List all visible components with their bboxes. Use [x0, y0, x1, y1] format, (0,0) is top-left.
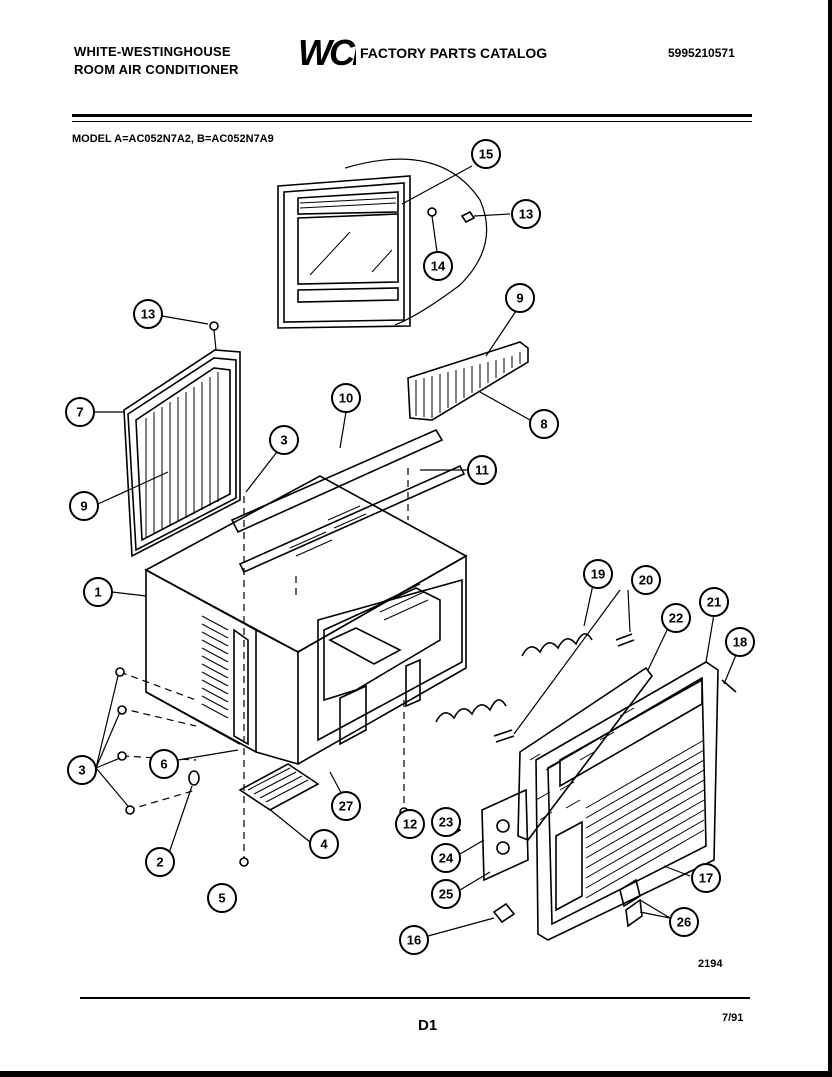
callout-16: 16 [399, 925, 429, 955]
callout-1: 1 [83, 577, 113, 607]
brand-line-1: WHITE-WESTINGHOUSE [74, 44, 231, 59]
callout-10: 10 [331, 383, 361, 413]
page-border-right [828, 0, 832, 1077]
svg-text:20: 20 [639, 573, 653, 588]
front-panel-upper [277, 158, 511, 329]
catalog-title: FACTORY PARTS CATALOG [360, 45, 548, 61]
callout-6: 6 [149, 749, 179, 779]
svg-text:16: 16 [407, 933, 421, 948]
callout-8: 8 [529, 409, 559, 439]
callout-19: 19 [583, 559, 613, 589]
callout-3-upper: 3 [269, 425, 299, 455]
callout-17: 17 [691, 863, 721, 893]
svg-text:13: 13 [141, 307, 155, 322]
callout-5: 5 [207, 883, 237, 913]
svg-text:9: 9 [80, 499, 87, 514]
callout-23: 23 [431, 807, 461, 837]
callout-13-left: 13 [133, 299, 163, 329]
callout-14: 14 [423, 251, 453, 281]
callout-13-right: 13 [511, 199, 541, 229]
date-code: 7/91 [722, 1012, 744, 1024]
wci-logo-icon: WCI [298, 32, 356, 70]
svg-text:4: 4 [320, 837, 328, 852]
callout-22: 22 [661, 603, 691, 633]
brand-line-2: ROOM AIR CONDITIONER [74, 62, 239, 77]
callout-25: 25 [431, 879, 461, 909]
footer-rule [80, 997, 750, 999]
logo-text: WCI [298, 32, 356, 70]
svg-text:5: 5 [218, 891, 225, 906]
callout-3-lower: 3 [67, 755, 97, 785]
header-rule-thick [72, 114, 752, 117]
svg-text:12: 12 [403, 817, 417, 832]
callout-7: 7 [65, 397, 95, 427]
svg-text:26: 26 [677, 915, 691, 930]
svg-text:13: 13 [519, 207, 533, 222]
callout-12: 12 [395, 809, 425, 839]
svg-text:24: 24 [439, 851, 454, 866]
callout-9-left: 9 [69, 491, 99, 521]
catalog-number: 5995210571 [668, 46, 735, 60]
svg-text:17: 17 [699, 871, 713, 886]
model-line: MODEL A=AC052N7A2, B=AC052N7A9 [72, 133, 274, 145]
callout-4: 4 [309, 829, 339, 859]
svg-text:10: 10 [339, 391, 353, 406]
callout-26: 26 [669, 907, 699, 937]
svg-text:7: 7 [76, 405, 83, 420]
svg-text:3: 3 [280, 433, 287, 448]
filter [517, 666, 654, 841]
callout-24: 24 [431, 843, 461, 873]
svg-text:9: 9 [516, 291, 523, 306]
callout-20: 20 [631, 565, 661, 595]
svg-text:2: 2 [156, 855, 163, 870]
svg-text:1: 1 [94, 585, 101, 600]
svg-text:6: 6 [160, 757, 167, 772]
callout-9-right: 9 [505, 283, 535, 313]
svg-text:19: 19 [591, 567, 605, 582]
callout-15: 15 [471, 139, 501, 169]
control-plate [440, 788, 643, 928]
svg-text:11: 11 [475, 463, 489, 478]
knob-springs [435, 589, 635, 743]
svg-text:21: 21 [707, 595, 721, 610]
page-id: D1 [418, 1017, 438, 1034]
cabinet [144, 475, 468, 766]
top-rail [230, 428, 466, 574]
figure-code: 2194 [698, 958, 723, 970]
callout-18: 18 [725, 627, 755, 657]
svg-text:15: 15 [479, 147, 493, 162]
callout-27: 27 [331, 791, 361, 821]
svg-text:23: 23 [439, 815, 453, 830]
svg-text:8: 8 [540, 417, 547, 432]
louver-bar [407, 341, 529, 421]
drain-pan [238, 763, 320, 811]
svg-text:3: 3 [78, 763, 85, 778]
callout-2: 2 [145, 847, 175, 877]
page-border-bottom [0, 1071, 832, 1077]
svg-text:14: 14 [431, 259, 446, 274]
side-panel-left [123, 321, 241, 558]
header-rule-thin [72, 121, 752, 122]
callout-21: 21 [699, 587, 729, 617]
svg-text:18: 18 [733, 635, 747, 650]
svg-text:25: 25 [439, 887, 453, 902]
fastener-lines [115, 468, 409, 867]
svg-text:27: 27 [339, 799, 353, 814]
svg-text:22: 22 [669, 611, 683, 626]
callout-11: 11 [467, 455, 497, 485]
